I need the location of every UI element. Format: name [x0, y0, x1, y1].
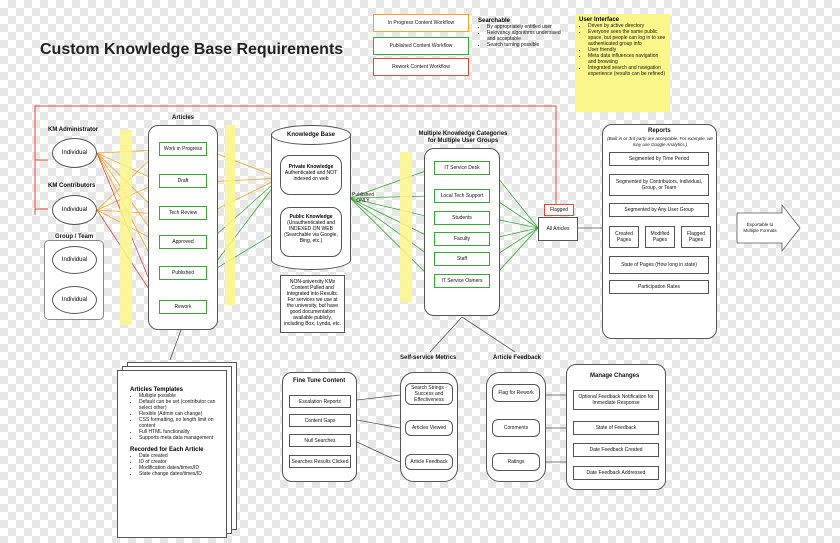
searchable-panel: Searchable By appropriately entitled use… [478, 18, 568, 78]
recorded-item: Date created [139, 453, 220, 459]
fine-tune-content-gaps: Content Gaps [289, 414, 351, 427]
report-user-group: Segmented by Any User Group [609, 203, 709, 217]
private-knowledge-title: Private Knowledge [288, 164, 334, 170]
ui-item: Driven by active directory [588, 23, 666, 29]
categories-heading: Multiple Knowledge Categories for Multip… [418, 131, 508, 144]
report-time-period: Segmented by Time Period [609, 152, 709, 166]
template-item: CSS formatting, no length limit on conte… [139, 417, 220, 429]
individual-group-node-2: Individual [52, 286, 97, 314]
manage-date-created: Date Feedback Created [573, 443, 659, 457]
category-students: Students [434, 211, 490, 225]
recorded-item: Modification dates/times/ID [139, 465, 220, 471]
legend-in-progress: In Progress Content Workflow [373, 14, 469, 32]
non-university-note: NON-university KMs Content Pulled and In… [280, 275, 345, 333]
article-state-approved: Approved [159, 235, 207, 249]
kb-cylinder-rim [271, 125, 351, 145]
searchable-item: Relovancy algorithms undersised and acce… [487, 30, 568, 42]
self-service-heading: Self-service Metrics [400, 355, 457, 361]
template-item: Default can be set (contributor can sele… [139, 399, 220, 411]
feedback-comments: Comments [492, 419, 540, 437]
manage-changes-heading: Manage Changes [590, 373, 640, 379]
km-admin-label: KM Administrator [48, 127, 99, 133]
category-staff: Staff [434, 252, 490, 266]
report-contributors: Segmented by Contributors, Individual, G… [609, 174, 709, 196]
articles-container [148, 125, 218, 330]
metric-articles-viewed: Articles Viewed [405, 420, 453, 436]
templates-heading: Articles Templates [130, 387, 183, 393]
template-item: Full HTML functionality [139, 429, 220, 435]
km-contrib-label: KM Contributors [48, 183, 96, 189]
fine-tune-heading: Fine Tune Content [293, 378, 346, 384]
feedback-ratings: Ratings [492, 453, 540, 471]
article-feedback-heading: Article Feedback [493, 355, 542, 361]
report-state-of-pages: State of Pages (How long in state) [609, 256, 709, 274]
templates-paper: Articles Templates Multiple possible Def… [117, 370, 227, 538]
fine-tune-null-searches: Null Searches [289, 434, 351, 447]
searchable-item: By appropriately entitled user [487, 24, 568, 30]
searchable-heading: Searchable [478, 18, 511, 24]
public-knowledge-desc: (Unauthenticated and INDEXED ON WEB (Sea… [284, 220, 338, 244]
page-title: Custom Knowledge Base Requirements [40, 41, 344, 58]
all-articles-box: All Articles [538, 217, 578, 241]
flagged-box: Flagged [544, 204, 574, 216]
manage-date-addressed: Date Feedback Addressed [573, 466, 659, 480]
category-faculty: Faculty [434, 232, 490, 246]
highlight-bar [225, 125, 235, 305]
private-knowledge-box: Private Knowledge Authenticated and NOT … [280, 155, 342, 195]
reports-subtitle: (Built in or 3rd party are acceptable. F… [607, 136, 713, 147]
exportable-label: Exportable to Multiple Formats [743, 222, 777, 233]
recorded-item: State change dates/times/ID [139, 471, 220, 477]
public-knowledge-title: Public Knowledge [289, 214, 333, 220]
report-created-pages: Created Pages [609, 226, 639, 248]
template-item: Multiple possible [139, 393, 220, 399]
articles-heading: Articles [172, 115, 195, 121]
published-only-label: Published ONLY [352, 192, 374, 204]
article-state-tech-review: Tech Review [159, 206, 207, 220]
reports-heading: Reports [648, 128, 671, 134]
legend-published: Published Content Workflow [373, 37, 469, 55]
individual-admin-node: Individual [52, 138, 97, 168]
report-modified-pages: Modified Pages [645, 226, 675, 248]
category-it-service-desk: IT Service Desk [434, 161, 490, 175]
fine-tune-results-clicked: Searches Results Clicked [289, 455, 351, 468]
legend-rework: Rework Content Workflow [373, 58, 469, 76]
metric-article-feedback: Article Feedback [405, 454, 453, 470]
article-state-work-in-progress: Work in Progress [159, 142, 207, 156]
kb-heading: Knowledge Base [287, 132, 336, 138]
category-it-service-owners: IT Service Owners [434, 274, 490, 288]
ui-item: User friendly [588, 47, 666, 53]
user-interface-heading: User Interface [579, 17, 620, 23]
user-interface-note: User Interface Driven by active director… [575, 14, 670, 112]
article-state-draft: Draft [159, 174, 207, 188]
group-team-label: Group / Team [54, 234, 95, 240]
public-knowledge-box: Public Knowledge (Unauthenticated and IN… [280, 207, 342, 257]
template-item: Supports meta data management [139, 435, 220, 441]
individual-group-node-1: Individual [52, 246, 97, 274]
recorded-item: ID of creator [139, 459, 220, 465]
metric-search-strings: Search Strings - Success and Effectivene… [405, 383, 453, 405]
searchable-item: Search turning possible [487, 42, 568, 48]
fine-tune-escalation: Escalation Reports [289, 395, 351, 408]
article-state-published: Published [159, 266, 207, 280]
private-knowledge-desc: Authenticated and NOT indexed on web [284, 170, 338, 182]
ui-item: Everyone sees the same public space, but… [588, 29, 666, 47]
report-flagged-pages: Flagged Pages [681, 226, 711, 248]
category-local-tech-support: Local Tech Support [434, 189, 490, 203]
manage-optional-notification: Optional Feedback Notification for Immed… [573, 390, 659, 410]
individual-contrib-node: Individual [52, 195, 97, 225]
article-state-rework: Rework [159, 300, 207, 314]
highlight-bar [120, 130, 132, 325]
manage-state-feedback: State of Feedback [573, 421, 659, 435]
template-item: Flexible (Admin can change) [139, 411, 220, 417]
recorded-heading: Recorded for Each Article [130, 447, 204, 453]
highlight-bar [400, 152, 412, 302]
report-participation: Participation Rates [609, 280, 709, 294]
feedback-flag-rework: Flag for Rework [492, 384, 540, 402]
ui-item: Integrated search and navigation experie… [588, 65, 666, 77]
ui-item: Meta data influences navigation and brow… [588, 53, 666, 65]
